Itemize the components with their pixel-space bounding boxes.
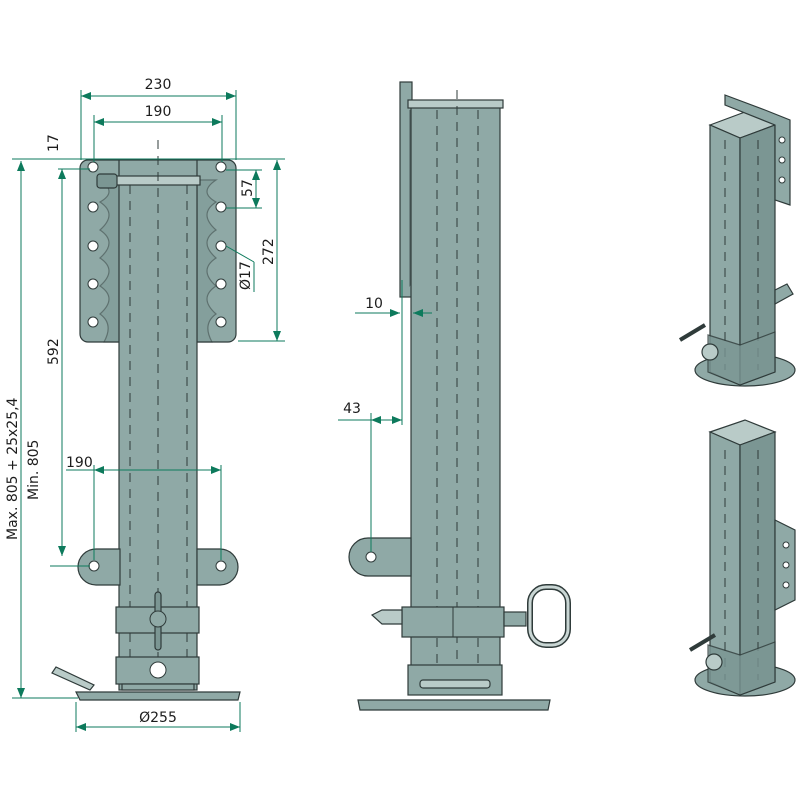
side-lug bbox=[348, 537, 412, 577]
dim-max-height: Max. 805 + 25x25,4 bbox=[5, 397, 21, 540]
dim-plate-width: 230 bbox=[145, 77, 172, 93]
isometric-view-bottom bbox=[688, 419, 796, 697]
dim-plate-thickness: 10 bbox=[365, 296, 383, 312]
dim-plate-height: 272 bbox=[261, 238, 277, 265]
handle-ring bbox=[527, 584, 571, 648]
dim-lug-offset: 43 bbox=[343, 401, 361, 417]
mounting-holes bbox=[87, 161, 227, 328]
foot-plate bbox=[75, 691, 241, 701]
side-view bbox=[348, 81, 571, 711]
dim-hole-spacing-top: 190 bbox=[145, 104, 172, 120]
front-dimensions: 230 190 17 57 272 Ø17 592 190 Max. 805 +… bbox=[5, 77, 285, 732]
dim-lug-height: 592 bbox=[46, 338, 62, 365]
dim-min-height: Min. 805 bbox=[26, 440, 42, 500]
dim-foot-diameter: Ø255 bbox=[139, 710, 177, 726]
dim-hole-diameter: Ø17 bbox=[238, 261, 254, 290]
side-tube bbox=[410, 103, 501, 670]
dim-top-offset: 17 bbox=[46, 134, 62, 152]
dim-lug-spacing: 190 bbox=[66, 455, 93, 471]
side-dimensions: 10 43 bbox=[338, 280, 432, 552]
dim-hole-pitch: 57 bbox=[240, 179, 256, 197]
isometric-view-top bbox=[678, 94, 796, 387]
front-view bbox=[51, 140, 241, 701]
side-foot-plate bbox=[357, 699, 551, 711]
bottom-collar bbox=[115, 656, 200, 685]
